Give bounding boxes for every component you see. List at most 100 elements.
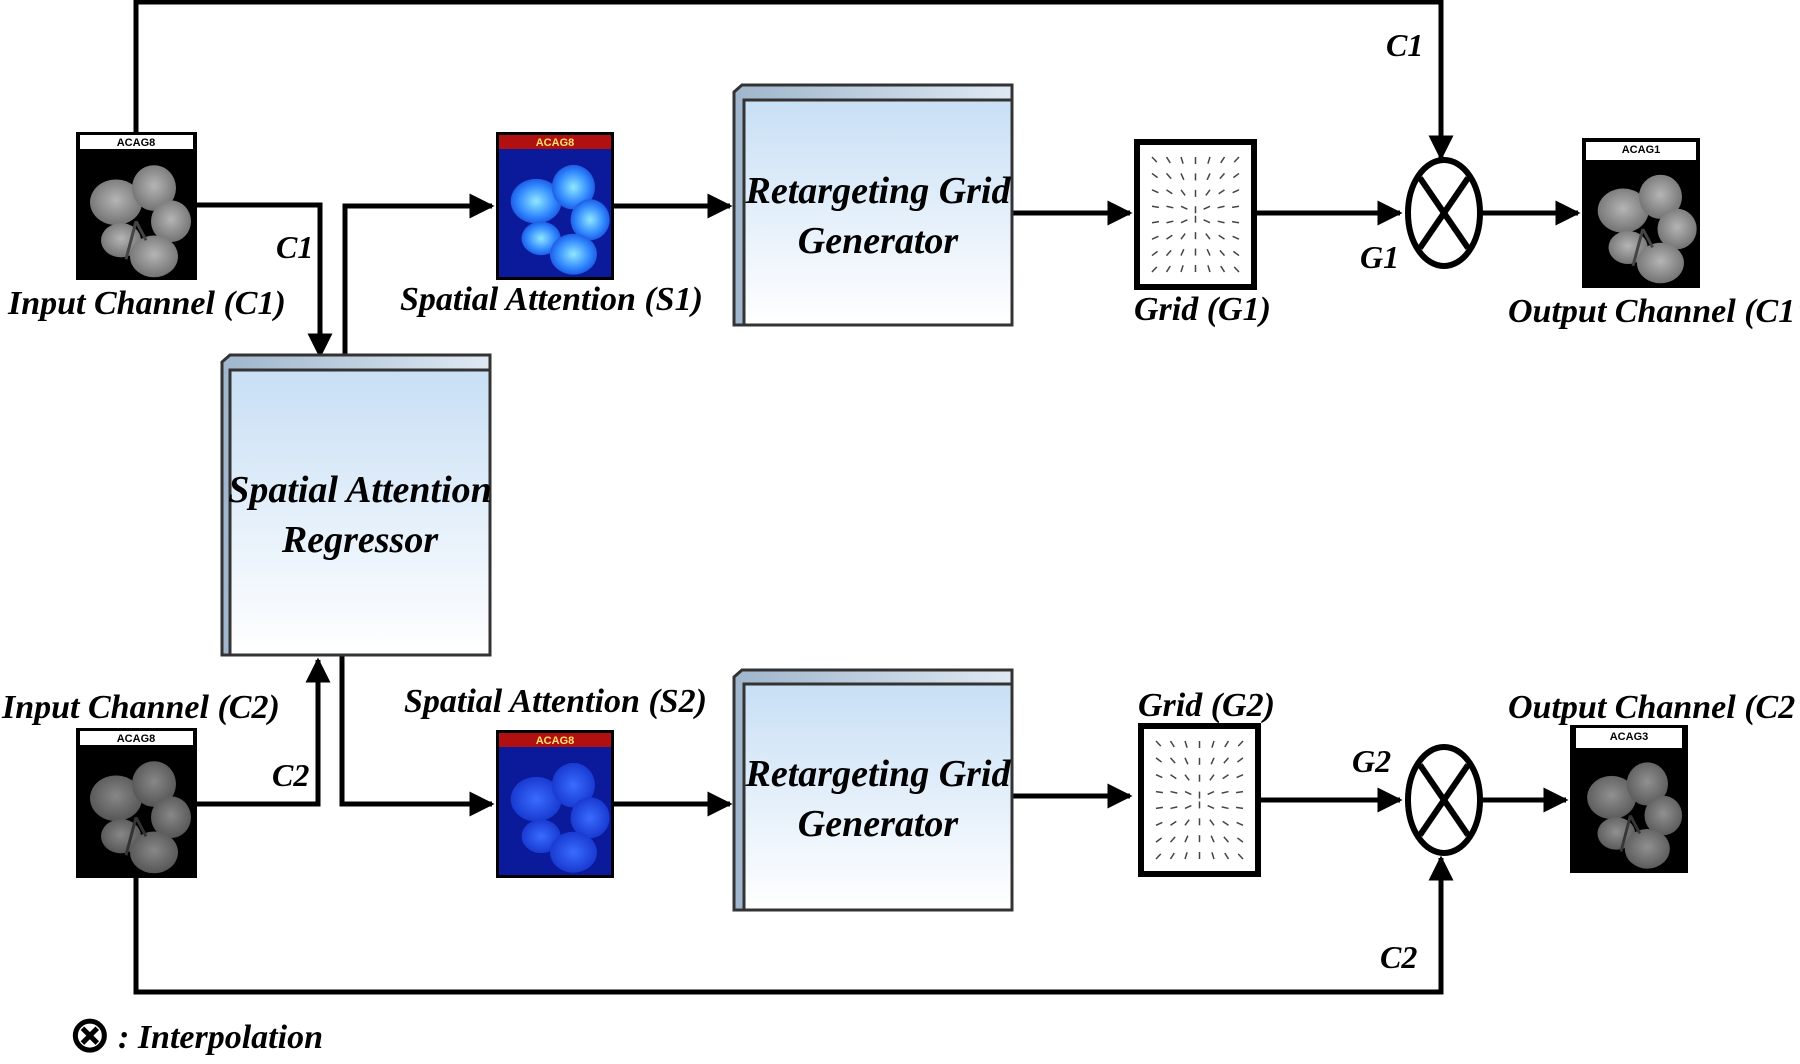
grid-tick — [1169, 757, 1176, 764]
output-c1-caption: ACAG1 — [1622, 144, 1661, 156]
spatial-attention-regressor-box: Spatial Attention Regressor — [220, 353, 492, 657]
grid-tick — [1155, 774, 1163, 779]
grid-tick — [1221, 790, 1229, 794]
spatial-s1-caption: ACAG8 — [536, 137, 575, 149]
grid-tick — [1236, 757, 1244, 763]
connectors — [133, 0, 1581, 995]
label-spatial-s2: Spatial Attention (S2) — [404, 683, 707, 720]
grid-tick — [1231, 205, 1240, 209]
grid-tick — [1184, 819, 1190, 826]
grid-tick — [1237, 853, 1244, 860]
grid-tick — [1203, 205, 1211, 210]
grid-tick — [1151, 205, 1160, 209]
grid-tick — [1180, 233, 1186, 240]
input-c2-caption: ACAG8 — [117, 733, 156, 745]
grid-tick — [1233, 266, 1240, 273]
grid-tick — [1166, 234, 1173, 240]
grid-tick — [1165, 265, 1171, 273]
grid-tick — [1219, 172, 1226, 180]
grid-tick — [1184, 852, 1188, 860]
grid-tick — [1155, 806, 1164, 810]
grid-tick — [1223, 836, 1230, 843]
edge-label-g1: G1 — [1360, 239, 1399, 275]
grid-tick — [1219, 249, 1226, 257]
legend-text: : Interpolation — [118, 1019, 323, 1056]
grid-tick — [1184, 835, 1189, 843]
output-c2-caption: ACAG3 — [1610, 731, 1649, 743]
grid-tick — [1151, 156, 1158, 163]
gridgen2-line2: Generator — [798, 803, 960, 845]
retargeting-grid-generator-2: Retargeting Grid Generator — [732, 668, 1014, 912]
edge-label-c1-side: C1 — [276, 229, 313, 265]
grid-tick — [1170, 820, 1177, 826]
grid-tick — [1207, 804, 1215, 810]
grid-tick — [1209, 774, 1215, 781]
grid-tick — [1151, 266, 1158, 273]
spatial-s2-caption: ACAG8 — [536, 735, 575, 747]
grid-tick — [1165, 156, 1171, 164]
edge-regressor-to-s1 — [342, 193, 495, 362]
edge-label-c2-side: C2 — [272, 757, 309, 793]
grid-tick — [1210, 757, 1215, 765]
edge-regressor-to-s2 — [339, 654, 495, 817]
grid-tick — [1180, 173, 1185, 181]
grid-tick — [1235, 806, 1244, 810]
grid-tick — [1224, 852, 1230, 860]
grid-tick — [1232, 235, 1240, 240]
grid-tick — [1207, 790, 1215, 796]
grid-tick — [1184, 740, 1188, 748]
grid-tick — [1184, 774, 1190, 781]
retargeting-grid-generator-1: Retargeting Grid Generator — [732, 83, 1014, 327]
spatial-s2-image: ACAG8 — [496, 730, 614, 878]
edge-c1-to-regressor — [197, 202, 333, 359]
grid-tick — [1155, 740, 1162, 747]
grid-g1-image — [1134, 139, 1257, 290]
grid-tick — [1155, 853, 1162, 860]
grid-tick — [1207, 156, 1211, 164]
grid-tick — [1151, 172, 1159, 179]
grid-tick — [1169, 740, 1175, 748]
label-output-c1: Output Channel (C1') — [1508, 293, 1800, 330]
grid-tick — [1166, 189, 1173, 195]
grid-tick — [1235, 790, 1244, 794]
grid-tick — [1180, 156, 1184, 164]
label-grid-g2: Grid (G2) — [1138, 687, 1275, 724]
grid-tick — [1155, 821, 1163, 826]
grid-tick — [1151, 250, 1159, 257]
grid-tick — [1218, 189, 1225, 195]
grid-tick — [1205, 233, 1211, 240]
grid-tick — [1232, 189, 1240, 194]
grid-tick — [1165, 249, 1172, 257]
grid-tick — [1169, 836, 1176, 843]
gridgen1-line2: Generator — [798, 220, 960, 262]
edge-label-c2-bottom: C2 — [1380, 939, 1417, 975]
grid-tick — [1206, 173, 1211, 181]
gridgen2-line1: Retargeting Grid — [745, 753, 1012, 795]
grid-tick — [1169, 852, 1175, 860]
output-c2-image: ACAG3 — [1570, 725, 1688, 873]
edge-c1-skip — [133, 0, 1454, 161]
grid-tick — [1170, 806, 1178, 810]
spatial-s1-image: ACAG8 — [496, 132, 614, 280]
grid-tick — [1237, 740, 1244, 747]
grid-tick — [1180, 189, 1186, 196]
regressor-line2: Regressor — [281, 519, 439, 561]
grid-tick — [1180, 219, 1188, 224]
legend: ⊗ : Interpolation — [68, 1005, 323, 1064]
grid-tick — [1170, 774, 1177, 780]
interpolation-node-1 — [1405, 157, 1483, 269]
grid-tick — [1184, 757, 1189, 765]
gridgen1-line1: Retargeting Grid — [745, 170, 1012, 212]
grid-tick — [1231, 220, 1240, 224]
grid-tick — [1180, 248, 1185, 256]
input-c1-caption: ACAG8 — [117, 137, 156, 149]
grid-tick — [1151, 189, 1159, 194]
grid-tick — [1155, 790, 1164, 794]
grid-tick — [1218, 234, 1225, 240]
edge-c2-skip — [133, 855, 1454, 995]
label-output-c2: Output Channel (C2') — [1508, 689, 1800, 726]
interpolation-node-2 — [1405, 744, 1483, 856]
grid-tick — [1209, 819, 1215, 826]
grid-tick — [1180, 265, 1184, 273]
